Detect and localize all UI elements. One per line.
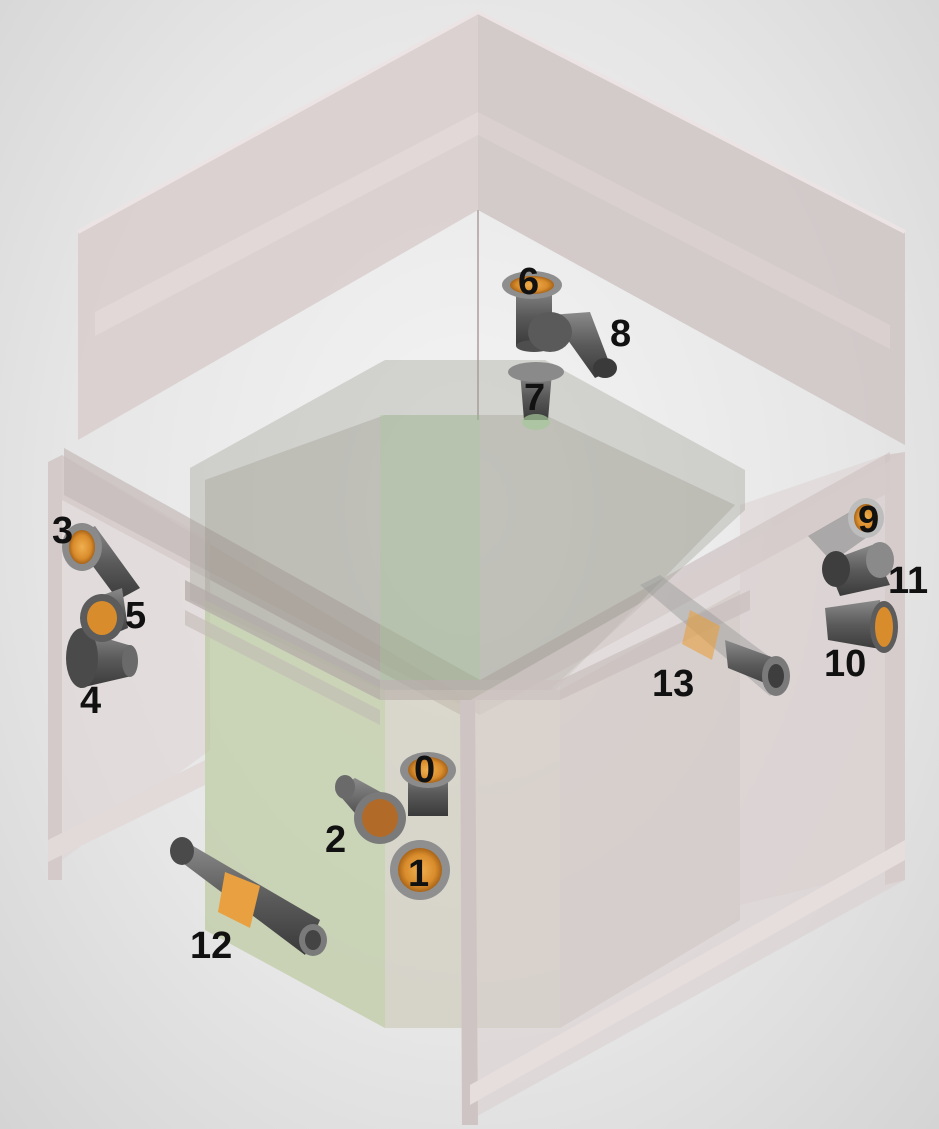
port-label-5: 5 (125, 595, 146, 637)
port-label-6: 6 (518, 261, 539, 303)
port-label-3: 3 (52, 510, 73, 552)
port-label-7: 7 (524, 377, 545, 419)
front-post (460, 700, 478, 1125)
port-label-1: 1 (408, 853, 429, 895)
port-label-12: 12 (190, 925, 232, 967)
port-label-11: 11 (888, 560, 928, 602)
port-label-0: 0 (414, 749, 435, 791)
port-label-4: 4 (80, 680, 101, 722)
port-label-13: 13 (652, 663, 694, 705)
port-label-8: 8 (610, 313, 631, 355)
green-core-top (380, 415, 480, 680)
port-label-9: 9 (858, 499, 879, 541)
port-label-10: 10 (824, 643, 866, 685)
port-label-2: 2 (325, 819, 346, 861)
